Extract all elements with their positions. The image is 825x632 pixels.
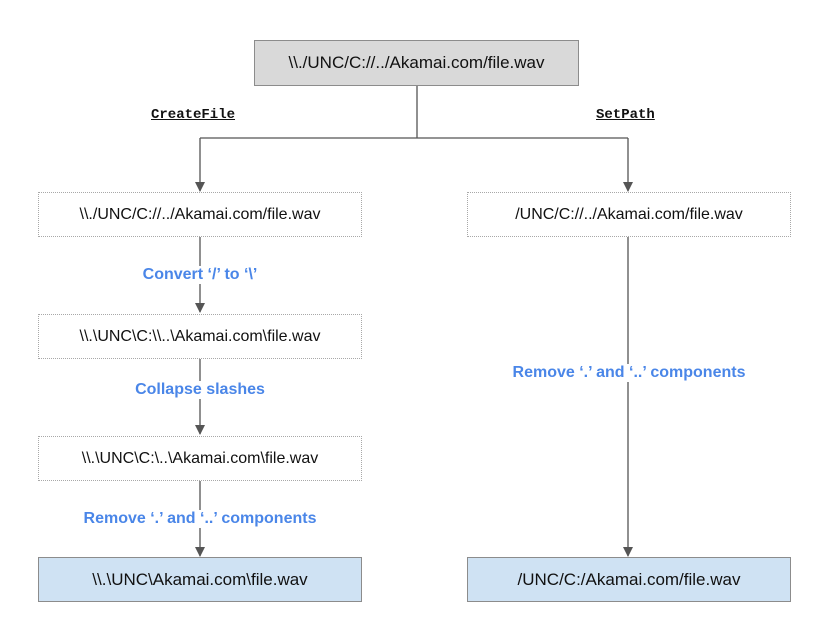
setpath-result-text: /UNC/C:/Akamai.com/file.wav (517, 569, 741, 589)
createfile-step-2-text: \\.\UNC\C:\\..\Akamai.com\file.wav (79, 327, 321, 345)
createfile-step-1-text: \\./UNC/C://../Akamai.com/file.wav (79, 205, 321, 223)
createfile-step-2-box: \\.\UNC\C:\\..\Akamai.com\file.wav (38, 314, 362, 359)
setpath-step-1-box: /UNC/C://../Akamai.com/file.wav (467, 192, 791, 237)
setpath-step-1-text: /UNC/C://../Akamai.com/file.wav (515, 205, 743, 223)
createfile-result-text: \\.\UNC\Akamai.com\file.wav (92, 569, 308, 589)
root-path-text: \\./UNC/C://../Akamai.com/file.wav (288, 53, 545, 72)
createfile-step-3-text: \\.\UNC\C:\..\Akamai.com\file.wav (81, 449, 319, 467)
createfile-result-box: \\.\UNC\Akamai.com\file.wav (38, 557, 362, 602)
createfile-step-3-box: \\.\UNC\C:\..\Akamai.com\file.wav (38, 436, 362, 481)
setpath-remove-dots-label: Remove ‘.’ and ‘..’ components (510, 364, 748, 382)
root-path-box: \\./UNC/C://../Akamai.com/file.wav (254, 40, 579, 86)
collapse-slashes-label: Collapse slashes (133, 381, 267, 399)
setpath-result-box: /UNC/C:/Akamai.com/file.wav (467, 557, 791, 602)
createfile-step-1-box: \\./UNC/C://../Akamai.com/file.wav (38, 192, 362, 237)
setpath-label: SetPath (596, 107, 655, 123)
convert-slashes-label: Convert ‘/’ to ‘\’ (140, 266, 260, 284)
createfile-remove-dots-label: Remove ‘.’ and ‘..’ components (81, 510, 319, 528)
createfile-label: CreateFile (151, 107, 236, 123)
